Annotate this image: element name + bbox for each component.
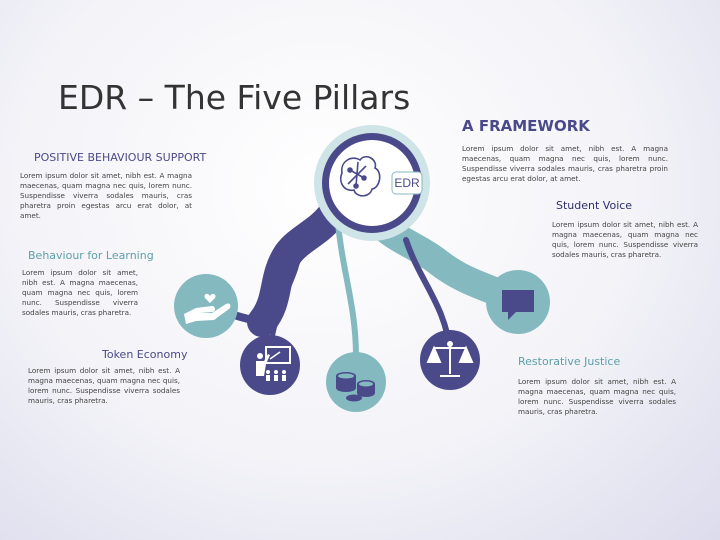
positive-body: Lorem ipsum dolor sit amet, nibh est. A … bbox=[20, 171, 192, 220]
student-heading: Student Voice bbox=[556, 199, 633, 212]
teacher-board-icon bbox=[256, 346, 291, 381]
restorative-body: Lorem ipsum dolor sit amet, nibh est. A … bbox=[518, 377, 676, 416]
hub-label-box bbox=[391, 171, 423, 195]
page-title: EDR – The Five Pillars bbox=[58, 78, 411, 117]
restorative-heading: Restorative Justice bbox=[518, 355, 621, 368]
connector-coins bbox=[335, 219, 359, 359]
student-body: Lorem ipsum dolor sit amet, nibh est. A … bbox=[552, 220, 698, 259]
hand-heart-icon bbox=[184, 293, 231, 324]
token-circle bbox=[240, 335, 300, 395]
scales-icon bbox=[426, 341, 474, 377]
coins-icon bbox=[336, 372, 375, 402]
hub-label: EDR bbox=[394, 176, 420, 190]
token-heading: Token Economy bbox=[102, 348, 188, 361]
framework-title: A FRAMEWORK bbox=[462, 117, 590, 135]
hub-inner bbox=[329, 140, 415, 226]
token-body: Lorem ipsum dolor sit amet, nibh est. A … bbox=[28, 366, 180, 405]
framework-body: Lorem ipsum dolor sit amet, nibh est. A … bbox=[462, 144, 668, 183]
learning-body: Lorem ipsum dolor sit amet, nibh est. A … bbox=[22, 268, 138, 317]
speech-bubble-icon bbox=[502, 290, 534, 320]
positive-heading: POSITIVE BEHAVIOUR SUPPORT bbox=[34, 151, 207, 164]
learning-heading: Behaviour for Learning bbox=[28, 249, 154, 262]
brain-circuit-icon bbox=[339, 155, 381, 197]
